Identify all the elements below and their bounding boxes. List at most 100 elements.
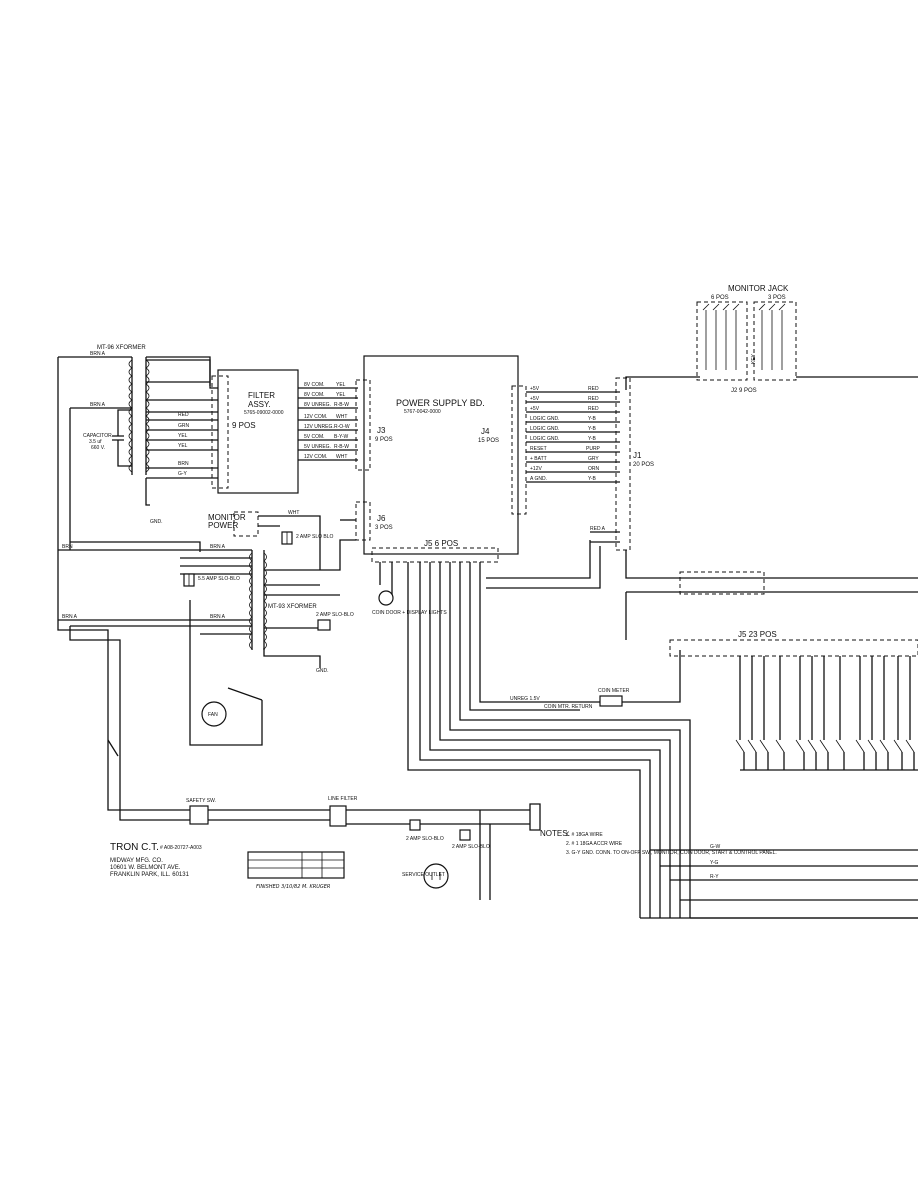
svg-text:3.5 uf: 3.5 uf xyxy=(89,439,102,445)
svg-text:RED: RED xyxy=(178,412,189,418)
gw-label: G-W xyxy=(710,844,721,850)
monitor-power-connector xyxy=(233,511,259,537)
svg-text:R-O-W: R-O-W xyxy=(334,424,350,430)
left-brn-label: BRN xyxy=(62,544,73,550)
svg-text:2 AMP SLO BLO: 2 AMP SLO BLO xyxy=(296,534,334,540)
monitor-jack-6pos-housing xyxy=(696,301,748,381)
j5-23-wires xyxy=(739,656,918,771)
svg-text:SAFETY SW.: SAFETY SW. xyxy=(186,798,216,804)
brn-tap-label: BRN A xyxy=(90,402,106,408)
mt96-secondary xyxy=(146,359,218,479)
svg-text:A GND.: A GND. xyxy=(530,476,547,482)
j5-23pos-connector xyxy=(669,639,918,657)
monitor-power-label: MONITOR xyxy=(208,513,246,522)
mt96-ground-wire xyxy=(145,478,150,506)
yg-label: Y-G xyxy=(710,860,719,866)
svg-text:G-Y: G-Y xyxy=(178,471,188,477)
svg-text:ORN: ORN xyxy=(588,466,600,472)
svg-text:5V COM.: 5V COM. xyxy=(304,434,325,440)
svg-text:GRN: GRN xyxy=(178,423,190,429)
monitor-power-wires xyxy=(258,515,321,570)
filter-output-wires xyxy=(298,387,358,461)
ry-label: R-Y xyxy=(710,874,719,880)
j1-label: J1 xyxy=(633,451,642,460)
svg-text:660 V.: 660 V. xyxy=(91,445,105,451)
j6-label: J6 xyxy=(377,514,386,523)
control-panel-switches xyxy=(735,739,915,770)
safety-switch-icon: SAFETY SW. xyxy=(186,798,216,825)
brn-primary-label: BRN A xyxy=(90,351,106,357)
j1-pos: 20 POS xyxy=(633,462,654,468)
mt96-wire-labels: RED GRN YEL YEL BRN G-Y xyxy=(178,412,190,477)
svg-text:WHT: WHT xyxy=(336,454,347,460)
coin-door-light-icon: COIN DOOR + DISPLAY LIGHTS xyxy=(372,590,447,616)
svg-text:+5V: +5V xyxy=(530,406,540,412)
svg-text:8V COM.: 8V COM. xyxy=(304,382,325,388)
filter-connector xyxy=(211,375,229,489)
svg-text:8V COM.: 8V COM. xyxy=(304,392,325,398)
fan-blade-shroud xyxy=(227,687,263,701)
svg-text:YEL: YEL xyxy=(178,443,188,449)
mt93-ground-label: GND. xyxy=(316,668,329,674)
svg-text:Y-B: Y-B xyxy=(588,476,597,482)
line-blu-wire xyxy=(69,626,190,821)
filter-title-2: ASSY. xyxy=(248,400,271,409)
fuse-12v-icon: 2 AMP SLO-BLO xyxy=(316,612,354,631)
svg-text:LINE FILTER: LINE FILTER xyxy=(328,796,358,802)
j6-connector xyxy=(355,501,371,541)
svg-text:YEL: YEL xyxy=(336,392,346,398)
outlet-fuse-icon: 2 AMP SLO-BLO xyxy=(452,829,490,850)
svg-text:COIN METER: COIN METER xyxy=(598,688,630,694)
service-outlet-icon: SERVICE OUTLET xyxy=(402,863,449,889)
j4-pos: 15 POS xyxy=(478,438,499,444)
mt93-brn2-label: BRN A xyxy=(210,614,226,620)
svg-text:2 AMP SLO-BLO: 2 AMP SLO-BLO xyxy=(452,844,490,850)
j4-connector xyxy=(511,385,527,515)
left-brn-a-label: BRN A xyxy=(62,614,78,620)
j5-down-wires xyxy=(379,562,691,918)
monitor-jack-3pos: 3 POS xyxy=(768,295,786,301)
j4-pin-labels: +5V +5V +5V LOGIC GND. LOGIC GND. LOGIC … xyxy=(530,386,601,482)
filter-assy-box xyxy=(217,369,299,494)
svg-text:12V COM.: 12V COM. xyxy=(304,454,327,460)
fan-wire xyxy=(189,600,263,746)
psu-title: POWER SUPPLY BD. xyxy=(396,398,485,408)
svg-text:+5V: +5V xyxy=(530,396,540,402)
svg-text:Y-B: Y-B xyxy=(588,416,597,422)
unreg-label: UNREG 1.5V xyxy=(510,696,540,702)
svg-text:COIN DOOR + DISPLAY LIGHTS: COIN DOOR + DISPLAY LIGHTS xyxy=(372,610,447,616)
fuse-5-5-amp-icon: 5.5 AMP SLO-BLO xyxy=(183,573,240,587)
cable-junction xyxy=(679,571,765,595)
j6-pos: 3 POS xyxy=(375,525,393,531)
svg-text:+12V: +12V xyxy=(530,466,542,472)
j1-cable-out xyxy=(625,550,918,579)
mt96-coil xyxy=(128,357,150,475)
j5-6pos-label: J5 6 POS xyxy=(424,539,458,548)
capacitor: CAPACITOR 3.5 uf 660 V. xyxy=(83,409,132,467)
svg-text:WHT: WHT xyxy=(336,414,347,420)
svg-text:RESET: RESET xyxy=(530,446,547,452)
line-brn-wire xyxy=(57,620,190,811)
right-output-wires xyxy=(640,849,918,919)
svg-text:12V UNREG.: 12V UNREG. xyxy=(304,424,334,430)
fan-icon xyxy=(201,701,227,727)
mt93-wiring xyxy=(58,539,356,668)
coin-meter-icon: COIN METER xyxy=(598,688,630,707)
to-line-filter xyxy=(208,809,330,821)
svg-text:SERVICE OUTLET: SERVICE OUTLET xyxy=(402,872,445,878)
game-title: TRON C.T. xyxy=(110,842,159,853)
mt93-coil xyxy=(249,550,267,650)
monitor-jack-title: MONITOR JACK xyxy=(728,284,789,293)
mt96-label: MT-96 XFORMER xyxy=(97,345,146,351)
notes-title: NOTES: xyxy=(540,829,570,838)
svg-text:PURP: PURP xyxy=(586,446,601,452)
drawing-number: # A08-20727-A003 xyxy=(160,845,202,851)
svg-text:8V UNREG.: 8V UNREG. xyxy=(304,402,331,408)
j5-6pos-connector xyxy=(371,547,499,563)
outlet-drops xyxy=(479,810,491,900)
note-3: 3. G-Y GND. CONN. TO ON-OFF SW., MONITOR… xyxy=(566,850,777,856)
revision-table xyxy=(247,851,345,879)
monitor-key-label: KEY xyxy=(751,353,757,364)
svg-text:+ BATT: + BATT xyxy=(530,456,547,462)
